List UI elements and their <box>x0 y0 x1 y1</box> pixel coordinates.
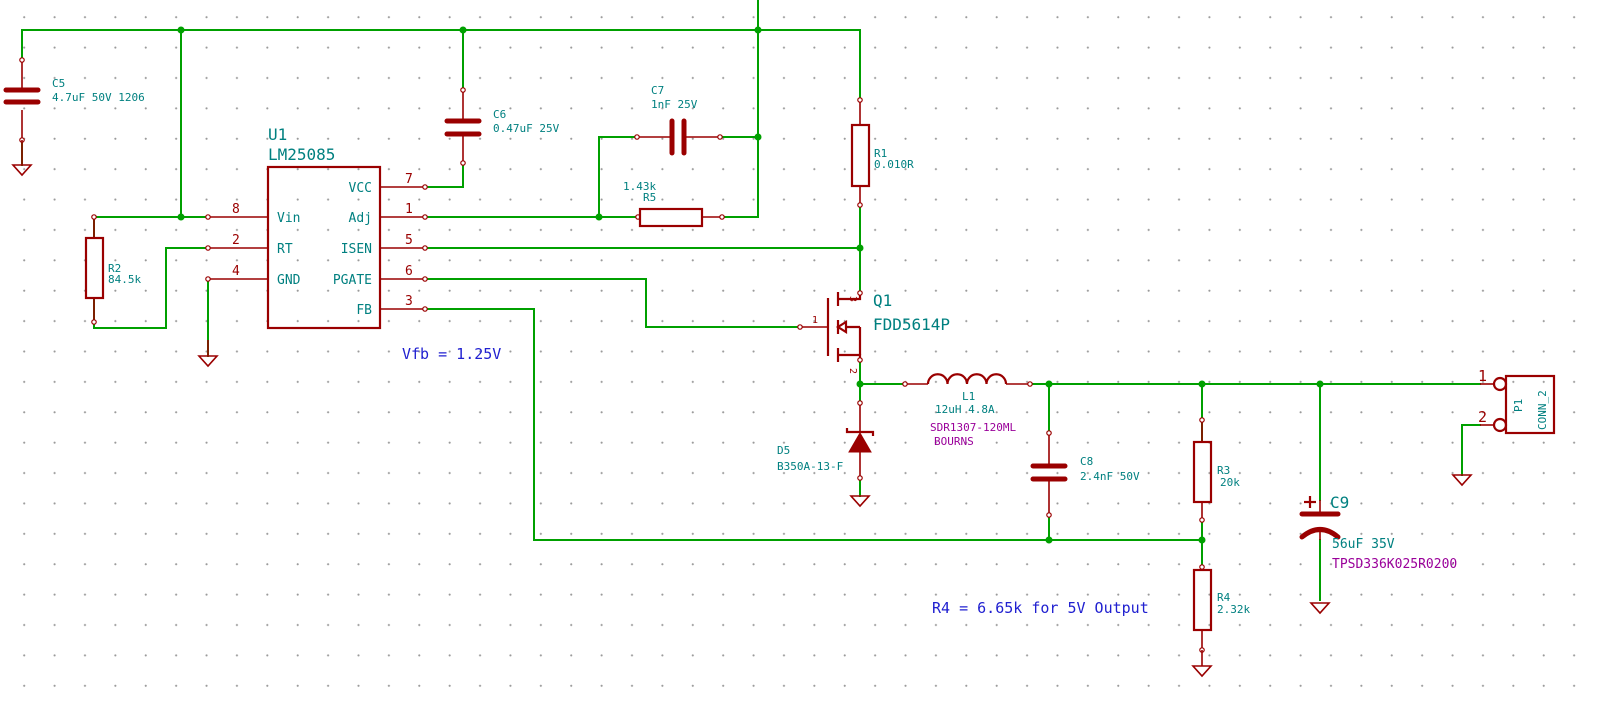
c5-ref: C5 <box>52 77 65 90</box>
junction-dot <box>856 244 864 252</box>
r2-ref: R2 <box>108 262 121 275</box>
p1-ref: P1 <box>1512 399 1525 412</box>
d5-ref: D5 <box>777 444 790 457</box>
r3-resistor[interactable]: R3 20k <box>1192 417 1240 523</box>
ground-icon <box>1451 474 1473 487</box>
c6-capacitor[interactable]: C6 0.47uF 25V <box>444 87 560 166</box>
c8-capacitor[interactable]: C8 2.4nF 50V <box>1030 430 1140 518</box>
c7-value: 1nF 25V <box>651 98 698 111</box>
c5-capacitor[interactable]: C5 4.7uF 50V 1206 <box>3 57 145 143</box>
r2-resistor[interactable]: R2 84.5k <box>84 214 141 325</box>
u1-pin-number: 5 <box>405 233 413 248</box>
u1-pin-name: VCC <box>349 181 372 196</box>
d5-schottky-diode[interactable]: D5 B350A-13-F <box>777 400 875 481</box>
p1-value: CONN_2 <box>1536 390 1549 430</box>
u1-value: LM25085 <box>268 145 335 164</box>
u1-pin-name: Vin <box>277 211 300 226</box>
r1-resistor[interactable]: R1 0.010R <box>850 97 914 208</box>
r5-value: 1.43k <box>623 180 656 193</box>
u1-pin-number: 4 <box>232 264 240 279</box>
wires <box>21 0 1481 601</box>
d5-value: B350A-13-F <box>777 460 843 473</box>
r4-ref: R4 <box>1217 591 1231 604</box>
l1-ref: L1 <box>962 390 975 403</box>
r4-output-note: R4 = 6.65k for 5V Output <box>932 599 1149 617</box>
u1-pin-number: 3 <box>405 294 413 309</box>
p1-connector[interactable]: 1 2 P1 CONN_2 <box>1478 367 1556 435</box>
r3-value: 20k <box>1220 476 1240 489</box>
q1-pin-number: 1 <box>812 315 818 326</box>
junction-dot <box>1045 380 1053 388</box>
ground-icon <box>1309 602 1331 615</box>
p1-pin-number: 1 <box>1478 367 1487 385</box>
junction-dot <box>459 26 467 34</box>
ground-icon <box>849 495 871 508</box>
u1-pin-name: RT <box>277 242 293 257</box>
r2-value: 84.5k <box>108 273 141 286</box>
u1-pin-number: 8 <box>232 202 240 217</box>
junction-dot <box>177 213 185 221</box>
ground-icon <box>197 340 219 368</box>
u1-ref: U1 <box>268 125 287 144</box>
q1-mosfet[interactable]: 1 2 3 Q1 FDD5614P <box>797 290 950 374</box>
c6-ref: C6 <box>493 108 506 121</box>
q1-value: FDD5614P <box>873 315 950 334</box>
junction-dot <box>754 133 762 141</box>
p1-pin-number: 2 <box>1478 408 1487 426</box>
c6-value: 0.47uF 25V <box>493 122 560 135</box>
ground-icon <box>11 140 33 177</box>
u1-pin-name: GND <box>277 273 301 288</box>
u1-pin-name: FB <box>356 303 372 318</box>
junction-dot <box>177 26 185 34</box>
q1-ref: Q1 <box>873 291 892 310</box>
l1-manufacturer: BOURNS <box>934 435 974 448</box>
u1-pin-number: 6 <box>405 264 413 279</box>
l1-value: 12uH 4.8A <box>935 403 995 416</box>
u1-pin-number: 1 <box>405 202 413 217</box>
r4-value: 2.32k <box>1217 603 1250 616</box>
c8-value: 2.4nF 50V <box>1080 470 1140 483</box>
c5-value: 4.7uF 50V 1206 <box>52 91 145 104</box>
vfb-note: Vfb = 1.25V <box>402 345 501 363</box>
u1-pin-name: ISEN <box>341 242 372 257</box>
u1-pin-name: Adj <box>349 211 372 226</box>
ground-icon <box>1191 650 1213 678</box>
l1-inductor[interactable]: L1 12uH 4.8A SDR1307-120ML BOURNS <box>902 373 1033 448</box>
r1-ref: R1 <box>874 147 887 160</box>
c9-value: 56uF 35V <box>1332 537 1395 552</box>
u1-pin-name: PGATE <box>333 273 372 288</box>
r1-value: 0.010R <box>874 158 914 171</box>
u1-chip[interactable]: U1 LM25085 VCC Adj ISEN PGATE FB Vin RT … <box>205 125 428 330</box>
c9-part-number: TPSD336K025R0200 <box>1332 557 1457 572</box>
c9-polarized-capacitor[interactable]: C9 56uF 35V TPSD336K025R0200 <box>1299 493 1457 572</box>
junctions <box>177 26 1324 544</box>
u1-pin-number: 2 <box>232 233 240 248</box>
junction-dot <box>754 26 762 34</box>
junction-dot <box>1316 380 1324 388</box>
q1-pin-number: 2 <box>847 368 858 374</box>
q1-pin-number: 3 <box>847 296 858 302</box>
junction-dot <box>595 213 603 221</box>
r3-ref: R3 <box>1217 464 1230 477</box>
r5-resistor[interactable]: 1.43k R5 <box>623 180 725 228</box>
junction-dot <box>1198 380 1206 388</box>
c8-ref: C8 <box>1080 455 1093 468</box>
r5-ref: R5 <box>643 191 656 204</box>
c7-ref: C7 <box>651 84 664 97</box>
junction-dot <box>1198 536 1206 544</box>
junction-dot <box>1045 536 1053 544</box>
c7-capacitor[interactable]: C7 1nF 25V <box>634 84 723 156</box>
junction-dot <box>856 380 864 388</box>
ground-symbols <box>11 140 1473 678</box>
r4-resistor[interactable]: R4 2.32k <box>1192 564 1250 653</box>
l1-part-number: SDR1307-120ML <box>930 421 1016 434</box>
c9-ref: C9 <box>1330 493 1349 512</box>
u1-pin-number: 7 <box>405 172 413 187</box>
